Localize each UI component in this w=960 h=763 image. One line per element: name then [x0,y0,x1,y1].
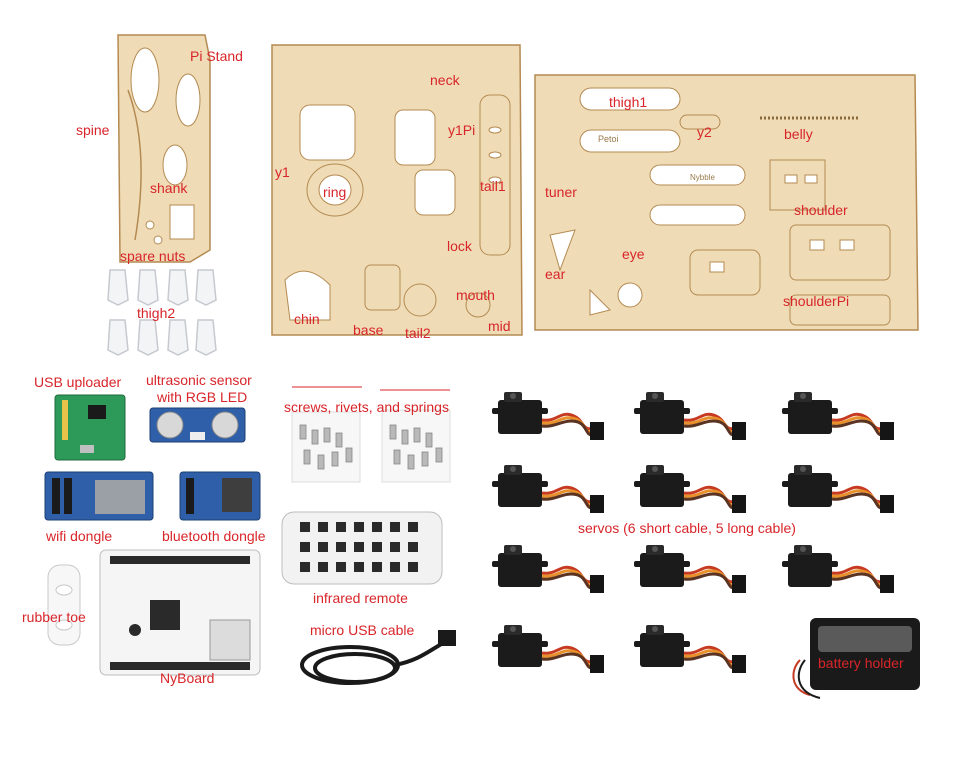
label-battery-holder: battery holder [818,655,904,671]
label-chin: chin [294,311,320,327]
label-belly: belly [784,126,813,142]
ultrasonic-sensor [149,407,246,443]
label-usb-uploader: USB uploader [34,374,122,390]
engraving-nybble: Nybble [690,173,715,182]
label-bluetooth-dongle: bluetooth dongle [162,528,266,544]
label-y2: y2 [697,124,712,140]
bluetooth-dongle [179,471,261,521]
label-micro-usb: micro USB cable [310,622,415,638]
label-tuner: tuner [545,184,577,200]
usb-uploader [54,394,126,461]
rubber-toe [47,564,81,646]
label-wifi-dongle: wifi dongle [46,528,113,544]
label-eye: eye [622,246,645,262]
label-lock: lock [447,238,472,254]
label-servos: servos (6 short cable, 5 long cable) [578,520,796,536]
label-pi-stand: Pi Stand [190,48,243,64]
label-tail2: tail2 [405,325,431,341]
wifi-dongle [44,471,154,521]
screws-rivets-springs [291,386,451,483]
thigh2-parts [107,269,217,356]
infrared-remote [281,511,443,585]
label-base: base [353,322,384,338]
label-ultrasonic-rgb: with RGB LED [157,389,248,405]
label-neck: neck [430,72,460,88]
label-shoulder: shoulder [794,202,848,218]
label-spare-nuts: spare nuts [120,248,186,264]
label-rubber-toe: rubber toe [22,609,86,625]
label-thigh2: thigh2 [137,305,176,321]
label-shank: shank [150,180,188,196]
label-mouth: mouth [456,287,495,303]
label-spine: spine [76,122,110,138]
label-y1: y1 [275,164,290,180]
nyboard [99,549,261,676]
label-y1pi: y1Pi [448,122,476,138]
label-ultrasonic: ultrasonic sensor [146,372,252,388]
micro-usb-cable [300,630,456,685]
wood-sheet-body [534,74,919,331]
wood-sheet-head [271,44,523,336]
label-screws: screws, rivets, and springs [284,399,449,415]
label-shoulderpi: shoulderPi [783,293,850,309]
label-tail1: tail1 [480,178,506,194]
label-thigh1: thigh1 [609,94,648,110]
label-ring: ring [323,184,347,200]
battery-holder [792,618,920,699]
label-mid: mid [488,318,511,334]
label-ear: ear [545,266,566,282]
engraving-petoi: Petoi [598,134,619,144]
label-infrared-remote: infrared remote [313,590,408,606]
wood-sheet-spine [117,34,211,263]
label-nyboard: NyBoard [160,670,215,686]
